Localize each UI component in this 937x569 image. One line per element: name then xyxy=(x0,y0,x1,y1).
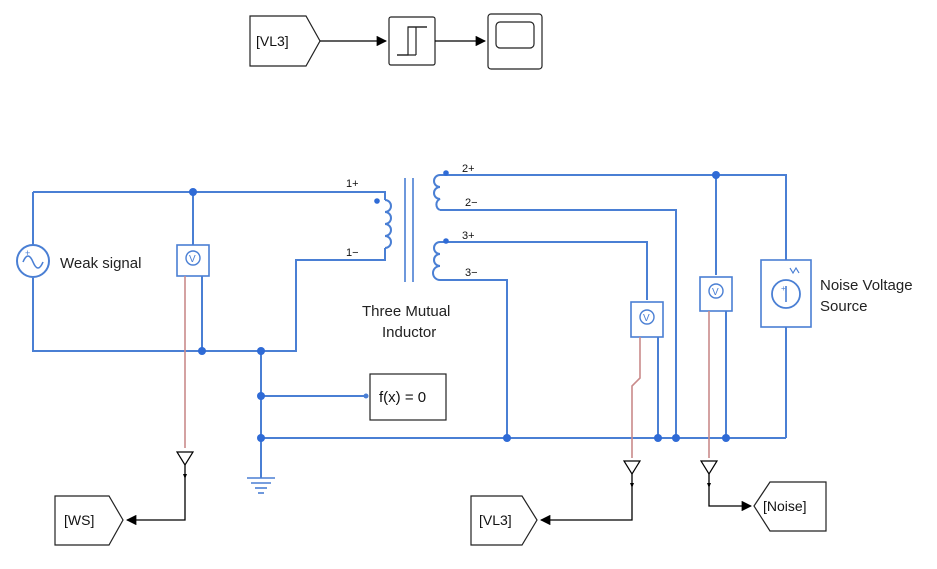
three-mutual-inductor[interactable] xyxy=(374,170,469,282)
noise-voltage-source[interactable]: + xyxy=(760,259,812,328)
weak-signal-label: Weak signal xyxy=(60,255,141,272)
noise-wave-icon xyxy=(789,266,800,275)
port-3-plus: 3+ xyxy=(462,230,475,242)
sine-wave-icon xyxy=(22,255,44,269)
ps-converter-arrows xyxy=(175,451,719,476)
voltmeter-icon xyxy=(639,309,655,325)
scope-screen-icon xyxy=(495,21,535,49)
port-2-minus: 2− xyxy=(465,197,478,209)
circuit-wires xyxy=(32,174,787,478)
port-3-minus: 3− xyxy=(465,267,478,279)
ac-voltage-source[interactable]: + xyxy=(16,244,50,278)
scope-block[interactable] xyxy=(487,13,543,70)
junctions xyxy=(189,171,730,442)
port-1-plus: 1+ xyxy=(346,178,359,190)
voltmeter-icon xyxy=(708,283,724,299)
noise-label-1: Noise Voltage xyxy=(820,277,913,294)
goto-vl3-bottom-block[interactable]: [VL3] xyxy=(470,495,538,546)
port-1-minus: 1− xyxy=(346,247,359,259)
svg-text:+: + xyxy=(25,248,30,258)
goto-noise-block[interactable]: [Noise] xyxy=(753,481,827,532)
inductor-label-2: Inductor xyxy=(382,324,436,341)
voltage-sensor-2[interactable]: V xyxy=(630,301,664,338)
goto-noise-label: [Noise] xyxy=(763,498,807,514)
goto-vl3-top-block[interactable]: [VL3] xyxy=(249,15,321,67)
solver-config-label: f(x) = 0 xyxy=(379,389,426,406)
voltmeter-icon xyxy=(185,250,201,266)
goto-ws-block[interactable]: [WS] xyxy=(54,495,124,546)
inductor-label-1: Three Mutual xyxy=(362,303,450,320)
svg-text:+: + xyxy=(781,284,786,293)
noise-label-2: Source xyxy=(820,298,868,315)
voltage-sensor-1[interactable]: V xyxy=(176,244,210,277)
ground-icon xyxy=(247,477,275,494)
meter-symbol-2: V xyxy=(643,313,650,324)
meter-symbol-3: V xyxy=(712,287,719,298)
voltage-sensor-3[interactable]: V xyxy=(699,276,733,312)
goto-ws-label: [WS] xyxy=(64,512,94,528)
goto-vl3-top-label: [VL3] xyxy=(256,33,289,49)
relay-block[interactable] xyxy=(388,16,436,66)
goto-vl3-bottom-label: [VL3] xyxy=(479,512,512,528)
port-2-plus: 2+ xyxy=(462,163,475,175)
signal-lines-bottom xyxy=(125,465,753,526)
solver-config-block[interactable]: f(x) = 0 xyxy=(369,373,447,421)
meter-symbol-1: V xyxy=(189,254,196,265)
measurement-wires xyxy=(184,276,710,458)
